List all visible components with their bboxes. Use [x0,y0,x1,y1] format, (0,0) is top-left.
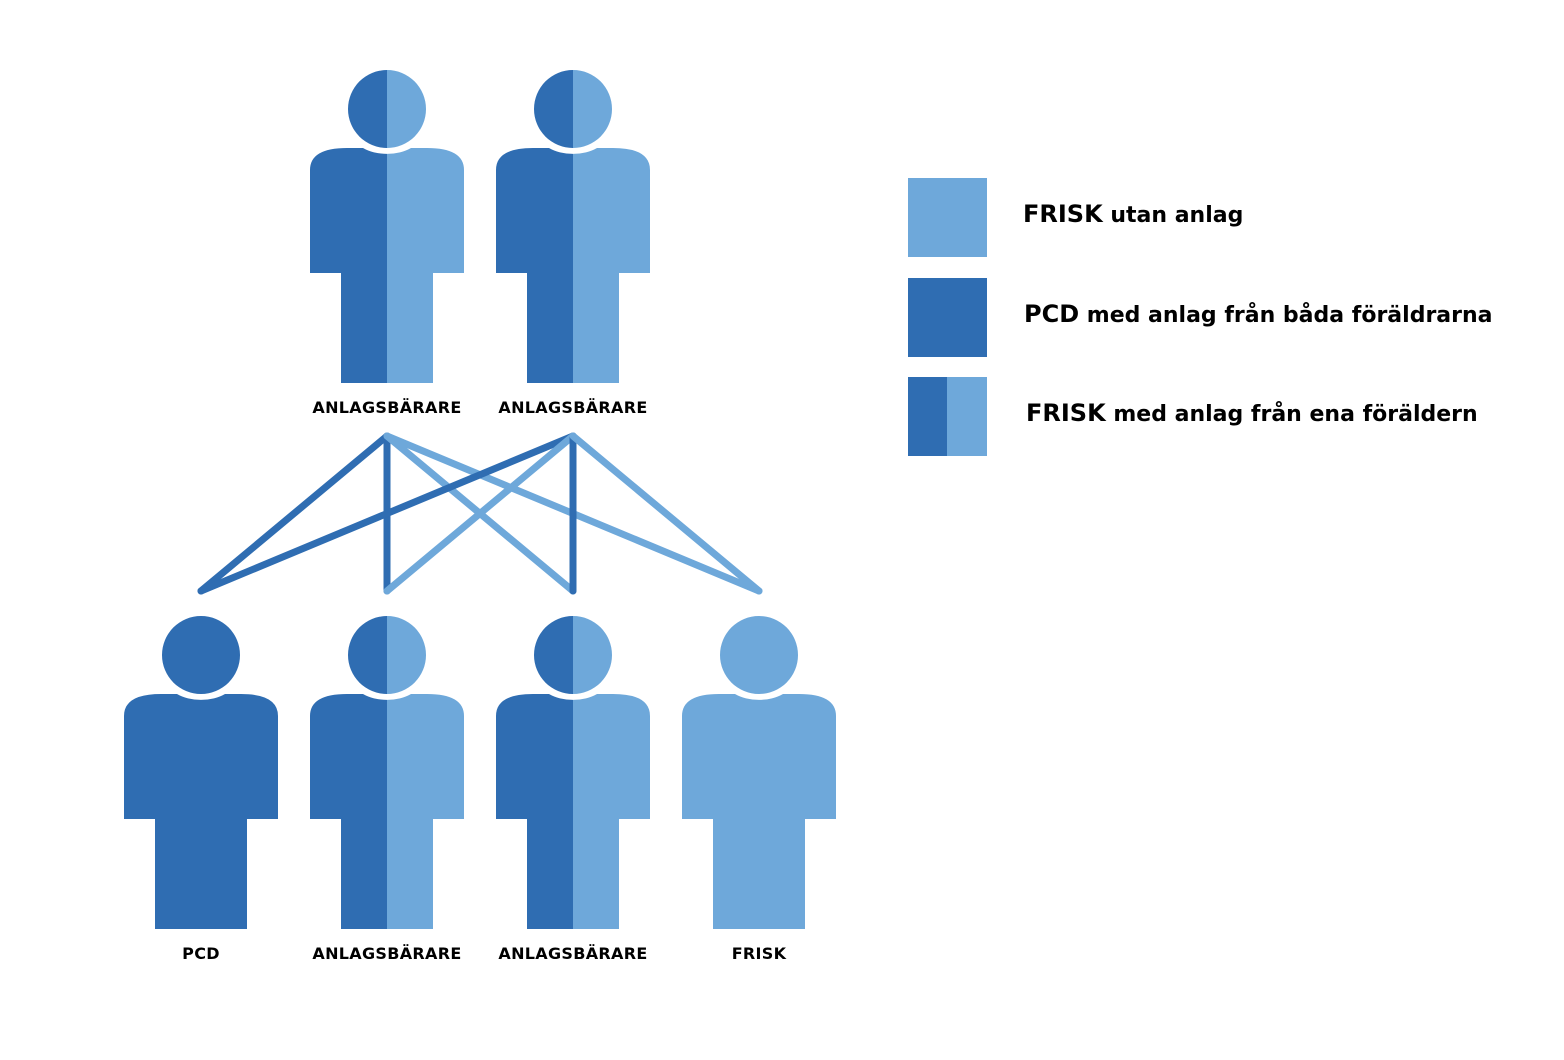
child-figure [310,616,464,929]
person-right-half [387,616,464,929]
child-figure [682,616,836,929]
inheritance-link [569,432,763,595]
person-right-half [759,616,836,929]
child-label: FRISK [731,944,787,963]
inheritance-link [383,432,577,595]
person-left-half [310,616,387,929]
legend-label: PCD med anlag från båda föräldrarna [1024,300,1493,328]
child-figure [496,616,650,929]
child-label: ANLAGSBÄRARE [312,944,462,963]
parent-figure [496,70,650,383]
legend-item-healthy-no-trait: FRISK utan anlag [908,178,1528,257]
legend-swatch [908,278,987,357]
person-right-half [387,70,464,383]
parent-label: ANLAGSBÄRARE [312,398,462,417]
person-right-half [573,70,650,383]
child-label: ANLAGSBÄRARE [498,944,648,963]
legend-item-pcd: PCD med anlag från båda föräldrarna [908,278,1528,357]
legend-swatch [908,178,987,257]
inheritance-link [197,432,391,595]
inheritance-link [197,432,577,595]
legend-label: FRISK utan anlag [1023,200,1244,228]
person-right-half [201,616,278,929]
child-label: PCD [182,944,220,963]
person-right-half [573,616,650,929]
legend-item-carrier: FRISK med anlag från ena föräldern [908,377,1528,456]
person-left-half [682,616,759,929]
person-left-half [310,70,387,383]
person-left-half [496,616,573,929]
legend-swatch [908,377,987,456]
child-figure [124,616,278,929]
legend-label: FRISK med anlag från ena föräldern [1026,399,1478,427]
person-left-half [124,616,201,929]
person-left-half [496,70,573,383]
parent-figure [310,70,464,383]
parent-label: ANLAGSBÄRARE [498,398,648,417]
